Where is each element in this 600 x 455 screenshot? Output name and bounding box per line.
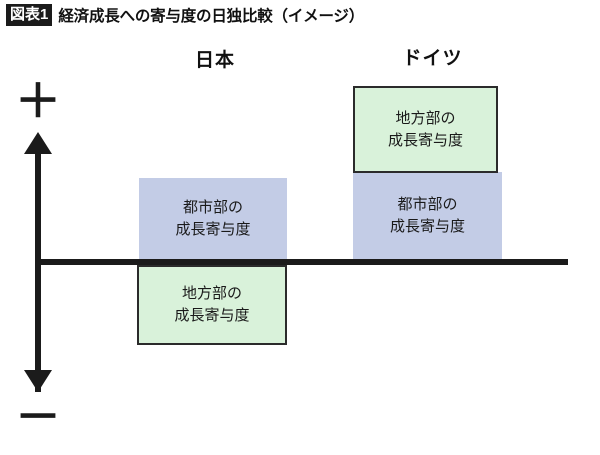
bar-label-line1: 都市部の — [182, 198, 243, 216]
column-heading-japan: 日本 — [194, 50, 235, 71]
minus-sign-label: － — [15, 391, 61, 443]
figure-title-text: 経済成長への寄与度の日独比較（イメージ） — [58, 8, 365, 25]
arrow-down-icon — [24, 370, 52, 392]
bar-germany-urban: 都市部の 成長寄与度 — [353, 172, 502, 259]
bar-label-line2: 成長寄与度 — [387, 131, 463, 149]
bar-japan-rural: 地方部の 成長寄与度 — [137, 265, 287, 345]
bar-label-line1: 地方部の — [395, 109, 456, 127]
bar-label-line2: 成長寄与度 — [175, 220, 251, 238]
bar-label-line1: 都市部の — [397, 195, 458, 213]
figure-title: 図表1 経済成長への寄与度の日独比較（イメージ） — [6, 4, 364, 26]
bar-germany-rural: 地方部の 成長寄与度 — [353, 86, 498, 173]
bar-japan-urban: 都市部の 成長寄与度 — [139, 178, 287, 259]
bar-label-line2: 成長寄与度 — [389, 217, 465, 235]
plus-sign-label: ＋ — [15, 75, 61, 127]
bar-label-line1: 地方部の — [181, 285, 242, 303]
horizontal-axis — [35, 259, 568, 265]
vertical-axis — [35, 140, 41, 392]
column-heading-germany: ドイツ — [402, 48, 463, 69]
bar-label-line2: 成長寄与度 — [174, 307, 250, 324]
figure-number-badge: 図表1 — [6, 4, 53, 26]
